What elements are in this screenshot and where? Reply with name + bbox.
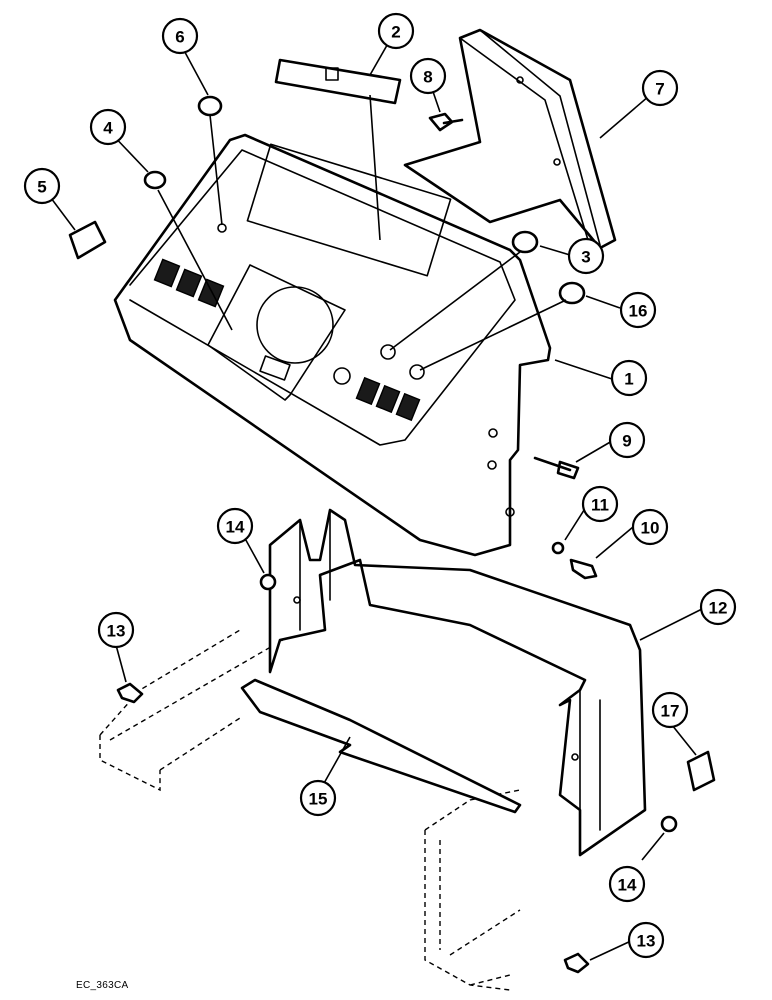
shelf-panel xyxy=(240,678,522,814)
callout-15-label: 15 xyxy=(309,790,328,809)
callout-4-label: 4 xyxy=(103,119,113,138)
callout-13-upper: 13 xyxy=(97,611,135,649)
callout-9-label: 9 xyxy=(622,432,631,451)
frame-hidden-lines xyxy=(99,629,521,991)
callout-6-label: 6 xyxy=(175,28,184,47)
small-parts xyxy=(68,95,716,974)
callout-13-lower-label: 13 xyxy=(637,932,656,951)
callout-1: 1 xyxy=(610,359,648,397)
callout-8-label: 8 xyxy=(423,68,432,87)
callout-12-label: 12 xyxy=(709,599,728,618)
figure-code: EC_363CA xyxy=(76,980,129,991)
callout-17-label: 17 xyxy=(661,702,680,721)
right-switch-bank xyxy=(355,376,421,422)
callout-2: 2 xyxy=(377,12,415,50)
callout-14-lower: 14 xyxy=(608,865,646,903)
callout-16: 16 xyxy=(619,291,657,329)
callout-10-label: 10 xyxy=(641,519,660,538)
callout-2-label: 2 xyxy=(391,23,400,42)
meter-mounting-bracket xyxy=(403,28,617,250)
callout-5-label: 5 xyxy=(37,178,46,197)
callout-14-upper-label: 14 xyxy=(226,518,245,537)
decal-strip xyxy=(274,58,402,105)
left-switch-bank xyxy=(153,258,225,308)
callout-11: 11 xyxy=(581,485,619,523)
callout-7: 7 xyxy=(641,69,679,107)
callout-17: 17 xyxy=(651,691,689,729)
callout-16-label: 16 xyxy=(629,302,648,321)
callout-1-label: 1 xyxy=(624,370,633,389)
instrument-console-housing xyxy=(113,133,552,557)
callout-9: 9 xyxy=(608,421,646,459)
callout-11-label: 11 xyxy=(591,496,609,515)
callout-13-upper-label: 13 xyxy=(107,622,126,641)
callout-13-lower: 13 xyxy=(627,921,665,959)
lower-support-bracket xyxy=(268,508,647,857)
callout-3: 3 xyxy=(567,237,605,275)
callout-14-lower-label: 14 xyxy=(618,876,637,895)
callout-7-label: 7 xyxy=(655,80,664,99)
callout-10: 10 xyxy=(631,508,669,546)
callout-3-label: 3 xyxy=(581,248,590,267)
callout-8: 8 xyxy=(409,57,447,95)
callout-15: 15 xyxy=(299,779,337,817)
callout-4: 4 xyxy=(89,108,127,146)
callout-6: 6 xyxy=(161,17,199,55)
callout-14-upper: 14 xyxy=(216,507,254,545)
callout-5: 5 xyxy=(23,167,61,205)
callout-12: 12 xyxy=(699,588,737,626)
